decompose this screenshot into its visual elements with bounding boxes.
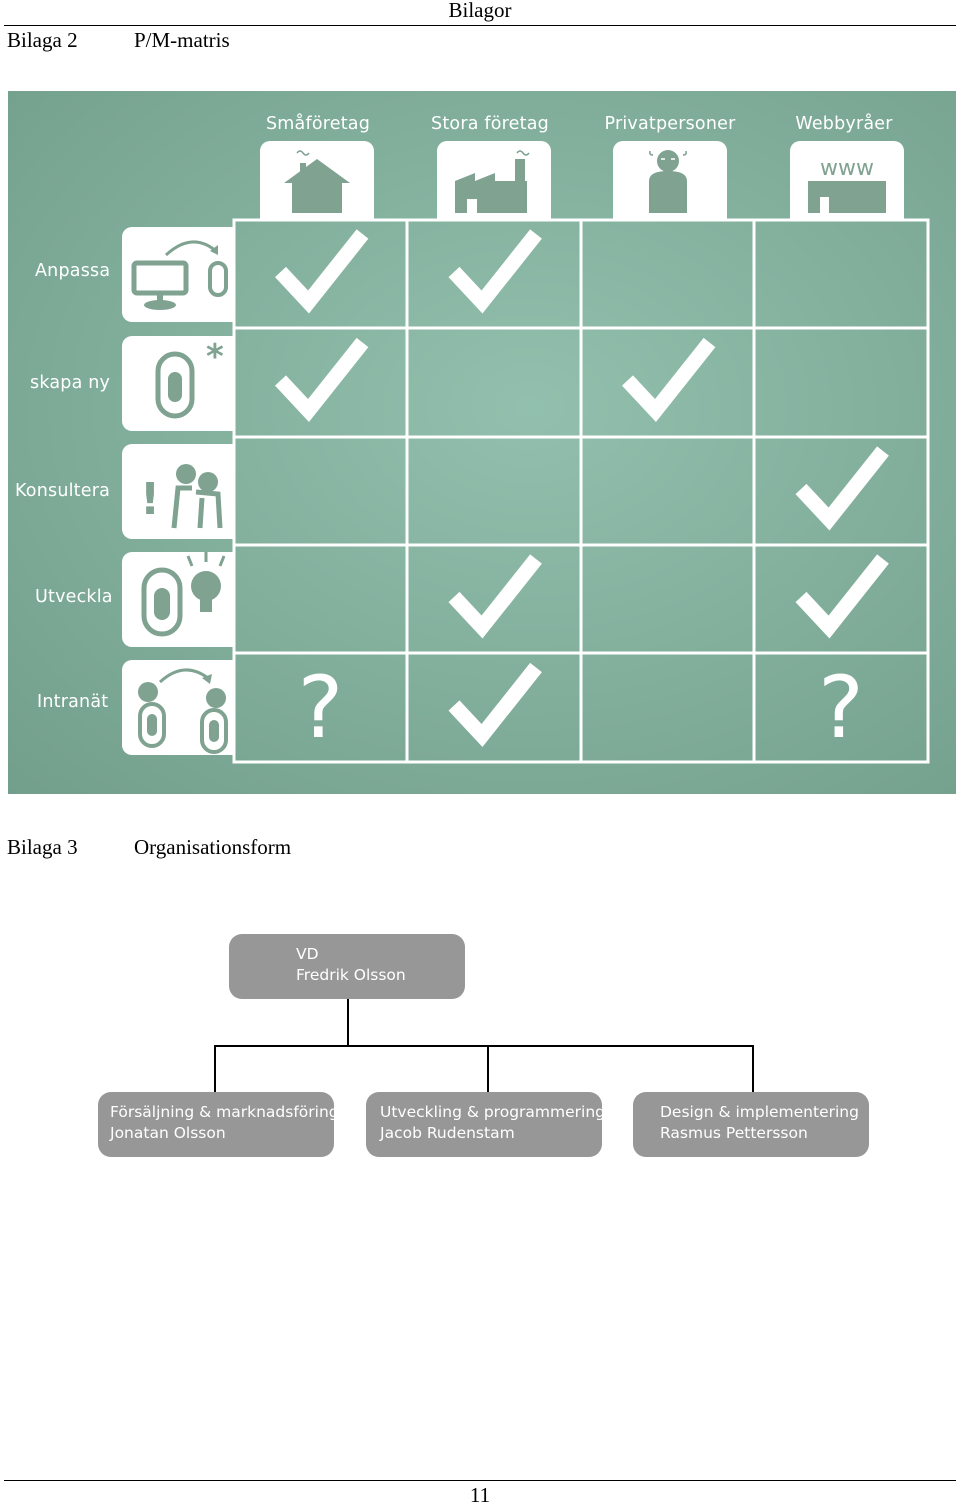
question-mark-icon: ?: [297, 657, 344, 758]
connector-middle: [487, 1045, 489, 1092]
web-agency-www-icon: www: [790, 141, 904, 221]
checkmark-icon: [407, 545, 581, 653]
org-sales-role: Försäljning & marknadsföring: [110, 1103, 339, 1121]
matrix-cell-empty: [754, 328, 928, 437]
column-header-webbyraer: Webbyråer: [795, 114, 893, 134]
person-icon: [613, 141, 727, 221]
checkmark-icon: [407, 220, 581, 328]
checkmark-icon: [754, 545, 928, 653]
row-label-utveckla: Utveckla: [35, 587, 113, 607]
connector-left: [214, 1045, 216, 1092]
org-box-design: Design & implementering Rasmus Pettersso…: [633, 1092, 869, 1157]
connector-right: [752, 1045, 754, 1092]
row-label-konsultera: Konsultera: [15, 481, 111, 501]
develop-lightbulb-icon: [122, 552, 234, 647]
checkmark-icon: [754, 437, 928, 545]
org-vd-role: VD: [296, 945, 319, 963]
create-new-icon: *: [122, 336, 234, 431]
svg-text:www: www: [820, 156, 874, 181]
bilaga2-title: P/M-matris: [134, 28, 230, 52]
bilaga3-title: Organisationsform: [134, 835, 292, 859]
factory-icon: [437, 141, 551, 221]
matrix-grid: [232, 218, 930, 764]
org-vd-name: Fredrik Olsson: [296, 966, 406, 984]
matrix-cell-empty: [581, 653, 754, 762]
org-design-name: Rasmus Pettersson: [660, 1124, 808, 1142]
bilaga3-label: Bilaga 3: [7, 835, 78, 859]
footer-rule: [4, 1480, 956, 1481]
svg-text:!: !: [140, 474, 160, 525]
column-header-privatpersoner: Privatpersoner: [604, 114, 736, 134]
row-label-intranat: Intranät: [37, 692, 109, 712]
checkmark-icon: [234, 328, 407, 437]
page-number: 11: [469, 1483, 491, 1507]
connector-vertical-top: [347, 999, 349, 1046]
svg-text:*: *: [206, 337, 224, 377]
matrix-cell-empty: [234, 545, 407, 653]
header-rule: [4, 25, 956, 26]
org-development-role: Utveckling & programmering: [380, 1103, 605, 1121]
matrix-cell-empty: [581, 220, 754, 328]
adapt-computer-icon: [122, 227, 234, 322]
matrix-cell-empty: [407, 328, 581, 437]
org-design-role: Design & implementering: [660, 1103, 859, 1121]
row-label-anpassa: Anpassa: [35, 261, 111, 281]
matrix-cell-empty: [234, 437, 407, 545]
consult-people-icon: !: [122, 444, 234, 539]
column-header-smaforetag: Småföretag: [265, 114, 371, 134]
intranet-people-icon: [122, 660, 234, 755]
matrix-cell-empty: [581, 545, 754, 653]
bilaga2-label: Bilaga 2: [7, 28, 78, 52]
org-box-development: Utveckling & programmering Jacob Rudenst…: [366, 1092, 605, 1157]
row-label-skapa-ny: skapa ny: [30, 373, 111, 393]
checkmark-icon: [234, 220, 407, 328]
question-mark-icon: ?: [818, 657, 864, 758]
org-box-sales: Försäljning & marknadsföring Jonatan Ols…: [98, 1092, 339, 1157]
org-development-name: Jacob Rudenstam: [380, 1124, 515, 1142]
matrix-cell-empty: [581, 437, 754, 545]
running-header-title: Bilagor: [448, 0, 512, 22]
pm-matrix: Småföretag Stora företag Privatpersoner …: [8, 91, 956, 794]
column-header-stora-foretag: Stora företag: [431, 114, 549, 134]
small-business-house-icon: [260, 141, 374, 221]
checkmark-icon: [407, 653, 581, 762]
matrix-cell-empty: [754, 220, 928, 328]
checkmark-icon: [581, 328, 754, 437]
matrix-cell-empty: [407, 437, 581, 545]
org-sales-name: Jonatan Olsson: [110, 1124, 226, 1142]
connector-horizontal: [214, 1045, 754, 1047]
org-box-vd: VD Fredrik Olsson: [229, 934, 465, 999]
